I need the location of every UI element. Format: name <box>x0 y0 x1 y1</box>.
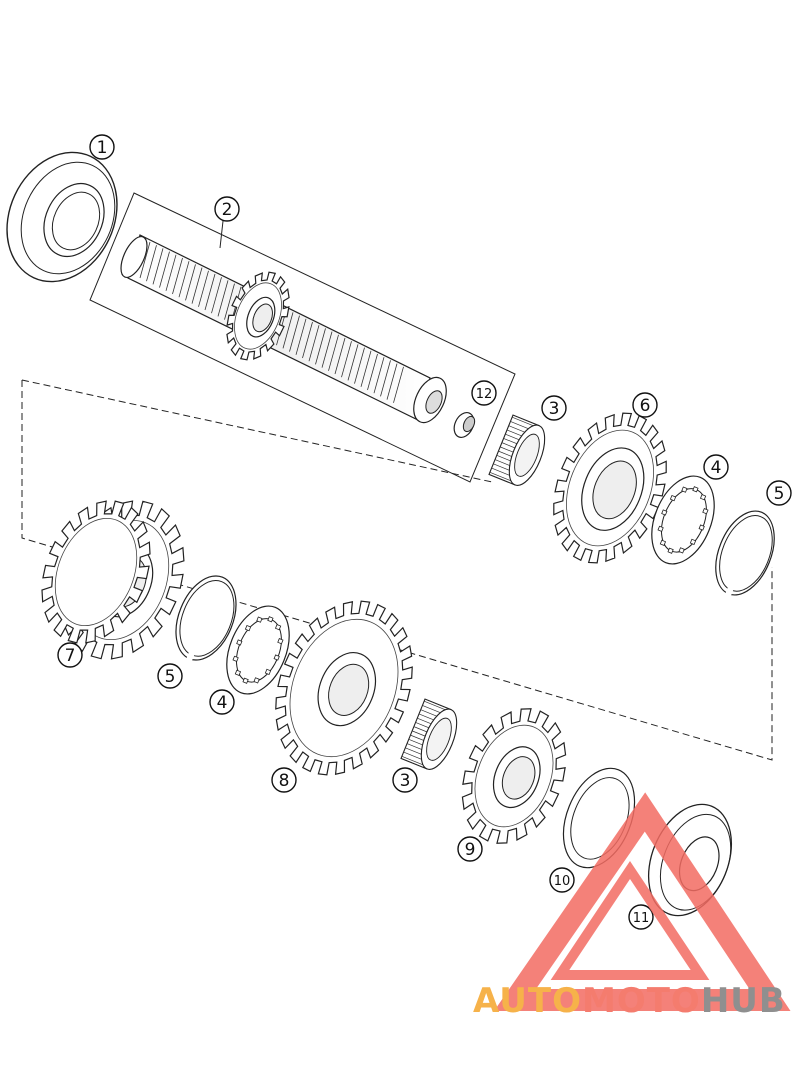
callout-c5a: 5 <box>766 480 792 506</box>
watermark-text: AUTOMOTOHUB <box>473 981 786 1021</box>
callout-c9: 9 <box>457 836 483 862</box>
gear-part-6 <box>553 412 667 564</box>
callout-2-leader <box>219 220 224 249</box>
callout-number: 5 <box>774 484 785 504</box>
splined-washer-upper <box>651 475 715 565</box>
callout-c6: 6 <box>632 392 658 418</box>
small-bushing-part <box>453 412 476 438</box>
callout-number: 11 <box>633 911 650 926</box>
callout-number: 10 <box>554 874 571 889</box>
callout-number: 12 <box>476 387 493 402</box>
callout-number: 3 <box>549 399 560 419</box>
callout-c3b: 3 <box>392 767 418 793</box>
callout-number: 9 <box>465 840 476 860</box>
assembly-dashed-outline <box>21 380 773 761</box>
callout-c11: 11 <box>628 904 654 930</box>
callout-number: 8 <box>279 771 290 791</box>
callout-number: 1 <box>97 138 108 158</box>
main-shaft-part <box>120 234 447 424</box>
callout-c12: 12 <box>471 380 497 406</box>
callout-c8: 8 <box>271 767 297 793</box>
callout-number: 5 <box>165 667 176 687</box>
bearing-part <box>6 151 118 283</box>
callout-c1: 1 <box>89 134 115 160</box>
needle-bearing-lower <box>400 698 458 770</box>
callout-number: 4 <box>217 693 228 713</box>
circlip-lower <box>175 575 237 662</box>
watermark-logo <box>494 792 791 1011</box>
splined-washer-lower <box>226 605 290 695</box>
callout-c4b: 4 <box>209 689 235 715</box>
callout-number: 4 <box>711 458 722 478</box>
callout-number: 2 <box>222 200 233 220</box>
assembly-dashed-edge <box>21 379 493 483</box>
shaft-frame <box>89 192 516 483</box>
callout-number: 6 <box>640 396 651 416</box>
gear-part-8 <box>275 600 413 776</box>
callout-c4a: 4 <box>703 454 729 480</box>
gear-part-9 <box>461 708 567 844</box>
callout-number: 7 <box>65 646 76 666</box>
gear-part-7-rear <box>41 500 151 644</box>
callout-number: 3 <box>400 771 411 791</box>
callout-c3a: 3 <box>541 395 567 421</box>
circlip-upper <box>715 510 775 597</box>
needle-bearing-upper <box>488 414 546 486</box>
callout-c2: 2 <box>214 196 240 222</box>
callout-c7: 7 <box>57 642 83 668</box>
callout-c5b: 5 <box>157 663 183 689</box>
callout-c10: 10 <box>549 867 575 893</box>
shaft-integral-gear <box>226 271 290 361</box>
